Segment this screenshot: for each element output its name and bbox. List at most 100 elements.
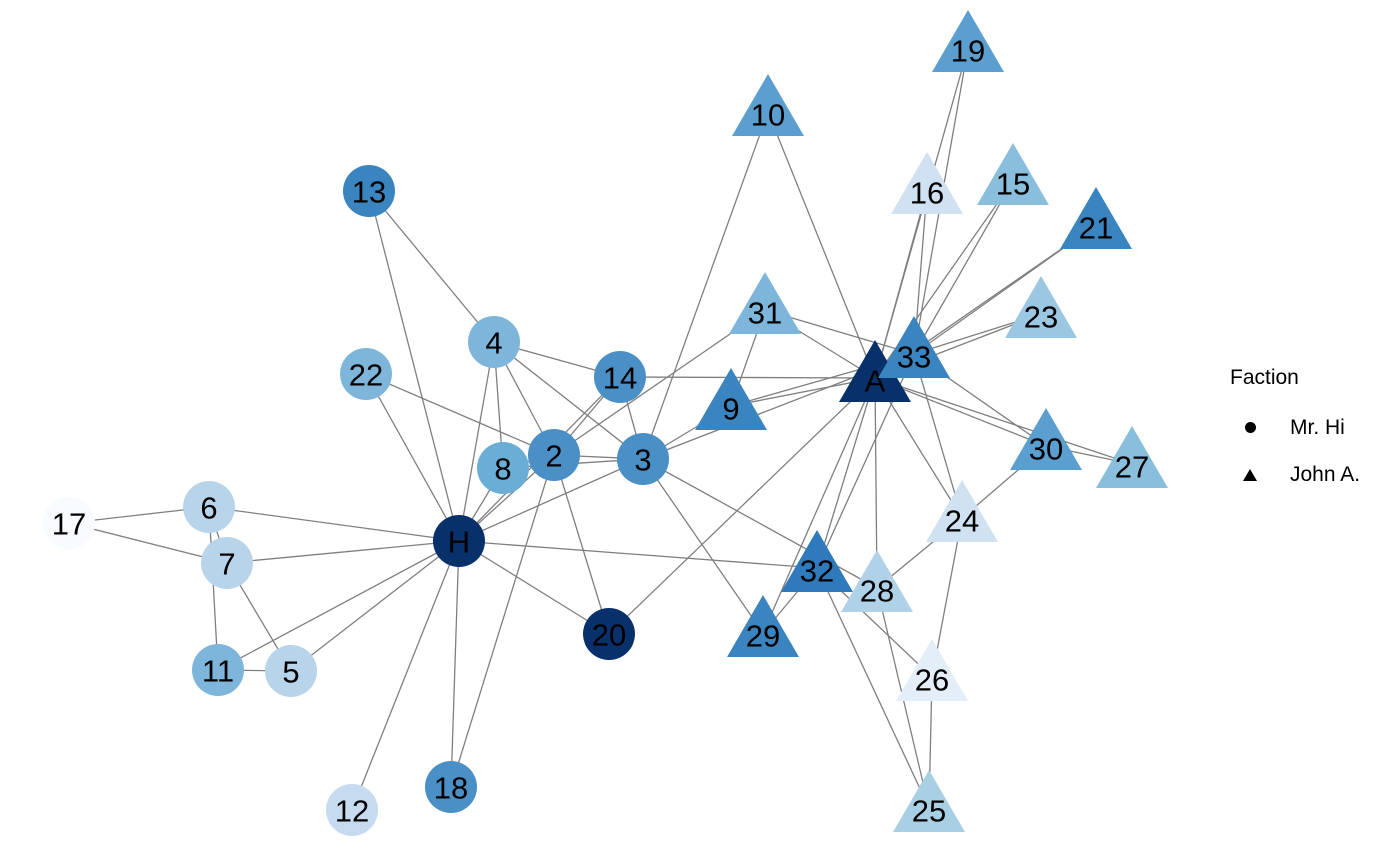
node-32: 32 [781, 530, 853, 592]
node-10: 10 [732, 74, 804, 136]
edge-H-7 [226, 540, 460, 564]
node-triangle [1060, 187, 1132, 249]
node-circle [265, 645, 317, 697]
node-triangle [695, 368, 767, 430]
node-26: 26 [896, 639, 968, 701]
node-label: 11 [202, 654, 234, 689]
legend: Faction Mr. Hi John A. [1230, 366, 1360, 498]
edge-20-A [608, 377, 876, 635]
edge-H-32 [458, 540, 818, 569]
node-label: 5 [282, 655, 299, 690]
node-19: 19 [932, 10, 1004, 72]
node-circle [340, 348, 392, 400]
node-label: 15 [996, 167, 1030, 202]
edge-H-3 [458, 458, 644, 542]
node-circle [468, 316, 520, 368]
node-label: 8 [494, 452, 511, 487]
node-triangle [727, 595, 799, 657]
node-circle [343, 165, 395, 217]
edge-H-20 [458, 540, 610, 635]
node-label: 24 [945, 504, 979, 539]
node-14: 14 [594, 351, 646, 403]
node-circle [326, 784, 378, 836]
edge-4-13 [368, 190, 495, 343]
edge-H-5 [290, 540, 460, 672]
node-label: 6 [200, 491, 217, 526]
node-circle [433, 515, 485, 567]
edge-15-33 [913, 180, 1014, 355]
circle-icon [1230, 418, 1270, 438]
legend-label: John A. [1290, 462, 1361, 486]
node-circle [425, 761, 477, 813]
edge-27-A [874, 377, 1133, 465]
node-triangle [781, 530, 853, 592]
edge-6-11 [208, 506, 219, 671]
node-8: 8 [477, 442, 529, 494]
node-12: 12 [326, 784, 378, 836]
node-label: 14 [603, 361, 637, 396]
node-label: 4 [485, 326, 502, 361]
node-label: 12 [335, 794, 369, 829]
node-23: 23 [1005, 276, 1077, 338]
edge-H-18 [450, 540, 460, 788]
node-triangle [896, 639, 968, 701]
node-A: A [839, 340, 911, 402]
edge-29-A [762, 377, 876, 634]
node-label: 22 [349, 358, 383, 393]
node-6: 6 [183, 481, 235, 533]
node-17: 17 [43, 497, 95, 549]
node-circle [477, 442, 529, 494]
edge-H-11 [217, 540, 460, 671]
node-circle [43, 497, 95, 549]
node-label: 7 [218, 547, 235, 582]
node-5: 5 [265, 645, 317, 697]
node-label: 31 [748, 296, 782, 331]
node-circle [617, 433, 669, 485]
legend-item-john-a: John A. [1230, 451, 1360, 498]
node-triangle [1005, 276, 1077, 338]
edge-2-20 [553, 454, 610, 635]
edge-H-4 [458, 341, 495, 542]
node-label: 17 [52, 507, 86, 542]
legend-item-mr-hi: Mr. Hi [1230, 404, 1360, 451]
node-33: 33 [878, 316, 950, 378]
legend-label: Mr. Hi [1290, 415, 1345, 439]
node-label: 21 [1079, 211, 1113, 246]
node-triangle [932, 10, 1004, 72]
node-triangle [977, 143, 1049, 205]
node-30: 30 [1010, 408, 1082, 470]
node-3: 3 [617, 433, 669, 485]
node-H: H [433, 515, 485, 567]
edge-layer [68, 47, 1133, 811]
node-label: 29 [746, 619, 780, 654]
node-20: 20 [583, 608, 635, 660]
node-2: 2 [528, 429, 580, 481]
edge-14-A [619, 376, 876, 379]
edge-H-13 [368, 190, 460, 542]
edge-2-31 [553, 309, 766, 456]
node-label: 28 [860, 574, 894, 609]
edge-25-32 [816, 567, 930, 809]
node-label: 20 [592, 618, 626, 653]
node-label: A [865, 364, 886, 399]
node-22: 22 [340, 348, 392, 400]
node-triangle [732, 74, 804, 136]
node-label: 23 [1024, 300, 1058, 335]
legend-title: Faction [1230, 366, 1299, 389]
node-13: 13 [343, 165, 395, 217]
node-circle [183, 481, 235, 533]
node-label: 30 [1029, 432, 1063, 467]
node-triangle [878, 316, 950, 378]
edge-H-12 [351, 540, 460, 811]
node-4: 4 [468, 316, 520, 368]
node-triangle [839, 340, 911, 402]
node-label: 9 [722, 392, 739, 427]
node-circle [201, 537, 253, 589]
node-label: 3 [634, 443, 651, 478]
node-label: 18 [434, 771, 468, 806]
triangle-icon [1230, 465, 1270, 485]
node-label: 32 [800, 554, 834, 589]
node-circle [594, 351, 646, 403]
node-triangle [1010, 408, 1082, 470]
